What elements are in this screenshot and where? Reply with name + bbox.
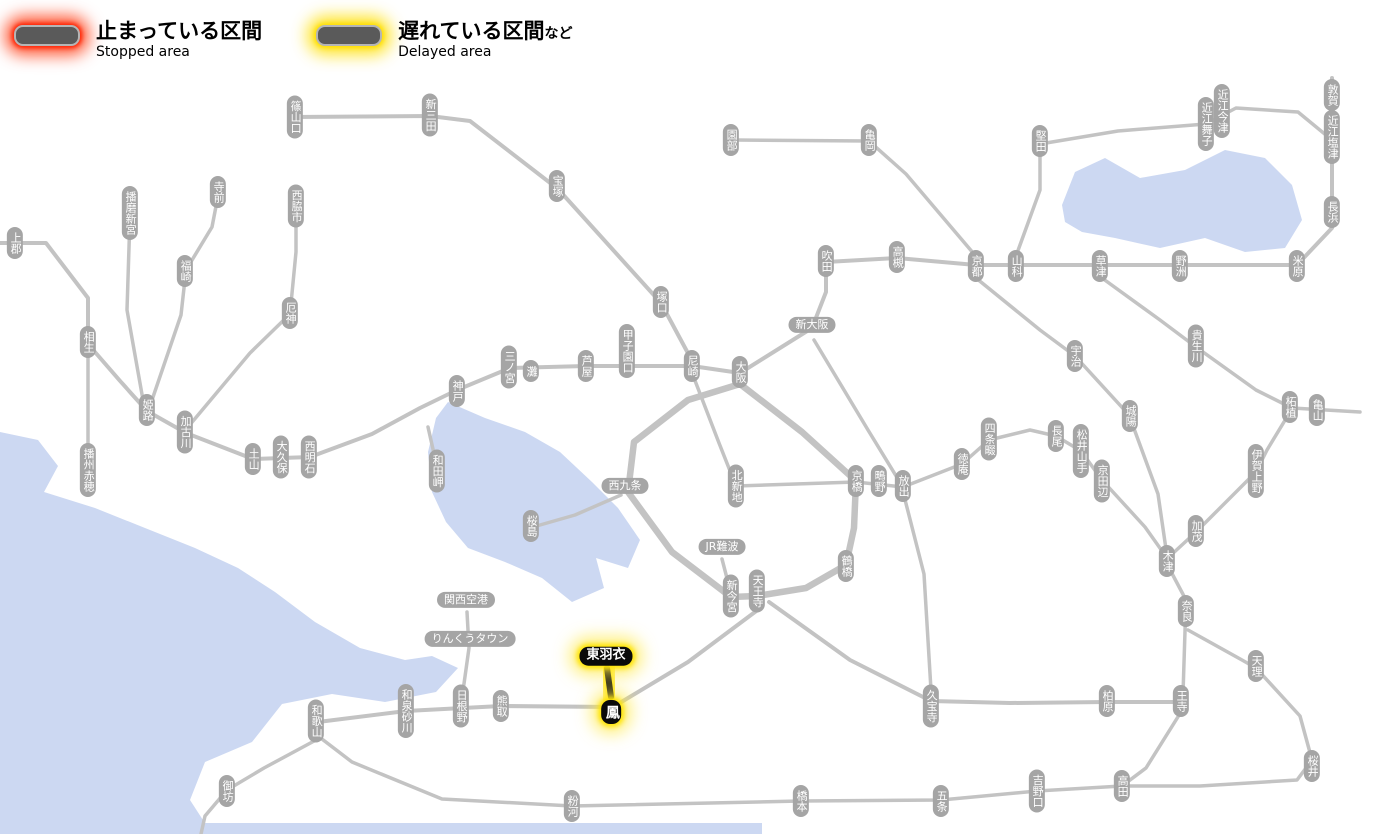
legend-stopped-text: 止まっている区間 Stopped area <box>96 18 262 61</box>
kosei-line <box>1014 106 1334 258</box>
nara-line-line <box>974 276 1169 558</box>
wakayama-line-line <box>316 710 1183 808</box>
sakurai-line-line <box>1126 628 1314 788</box>
delayed-area-swatch-icon <box>316 25 383 46</box>
yamatoji-line <box>767 600 1180 705</box>
hanwa-line <box>316 607 761 724</box>
yumesaki-line <box>531 493 623 529</box>
kusatsu-line-line <box>1100 276 1292 409</box>
water-area <box>1062 150 1302 252</box>
osaka-loop-line <box>624 380 860 601</box>
kansai-east-line <box>1290 406 1362 414</box>
sanin-line <box>733 138 976 256</box>
water-area <box>0 432 458 834</box>
kizu-nara-oji-line <box>1165 562 1188 696</box>
water-area <box>0 823 762 834</box>
legend-stopped-label: 止まっている区間 <box>96 19 263 43</box>
water-area <box>428 402 640 602</box>
osaka-higashi-line <box>812 338 933 692</box>
bantan-line <box>150 194 220 402</box>
fukuchiyama-line <box>290 114 692 359</box>
legend-delayed-label: 遅れている区間など <box>398 19 573 43</box>
sanyo-main-line <box>0 241 742 461</box>
legend-delayed: 遅れている区間など Delayed area <box>316 18 572 61</box>
legend-stopped-sublabel: Stopped area <box>96 44 190 61</box>
legend: 止まっている区間 Stopped area 遅れている区間など Delayed … <box>14 18 572 61</box>
kishin-line <box>125 214 145 402</box>
legend-stopped: 止まっている区間 Stopped area <box>14 18 262 61</box>
iga-kamo-line <box>1168 410 1292 558</box>
airport-branch-line <box>460 610 471 700</box>
namba-stub-line <box>720 557 731 588</box>
legend-delayed-text: 遅れている区間など Delayed area <box>398 18 572 61</box>
hagoromo-line <box>604 665 614 700</box>
legend-delayed-suffix: など <box>544 26 573 42</box>
stopped-area-swatch-icon <box>14 25 80 46</box>
legend-delayed-sublabel: Delayed area <box>398 44 492 61</box>
